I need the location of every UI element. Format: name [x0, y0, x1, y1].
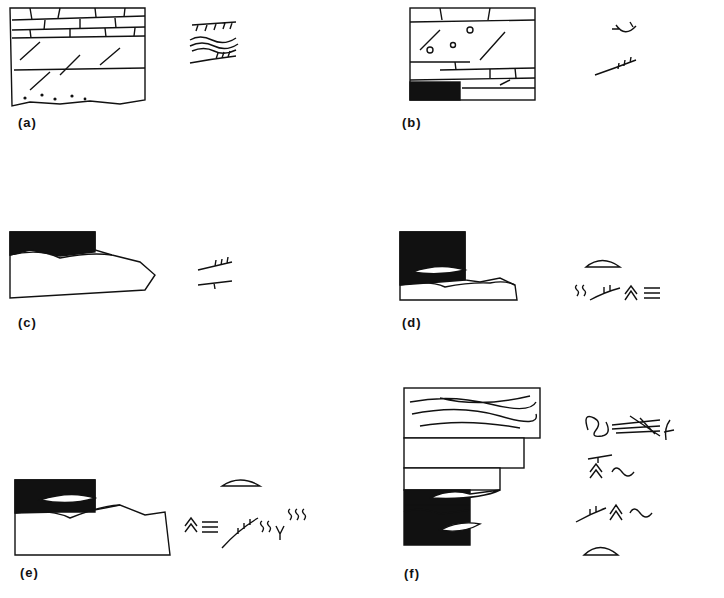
- panel-label: (e): [20, 565, 39, 580]
- log-e: [15, 480, 306, 555]
- log-c: [10, 232, 232, 298]
- panel-label: (c): [18, 315, 37, 330]
- log-a: [10, 8, 238, 106]
- panel-label: (f): [404, 566, 420, 581]
- log-d: [400, 232, 660, 300]
- panel-label: (d): [402, 315, 422, 330]
- panel-label: (a): [18, 115, 37, 130]
- log-b: [410, 8, 636, 100]
- log-f: [404, 388, 674, 555]
- panel-label: (b): [402, 115, 422, 130]
